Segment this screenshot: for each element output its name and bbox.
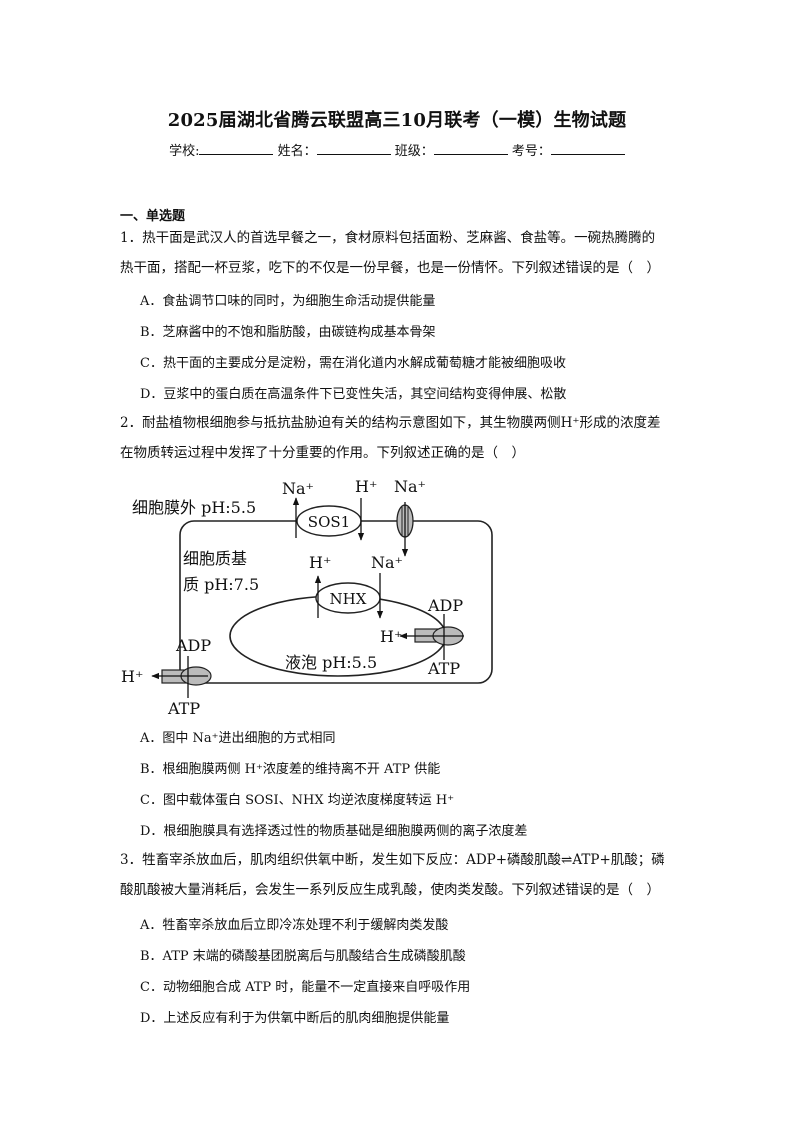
- exam-number-label: 考号：: [511, 144, 551, 159]
- question-2-option-b: B．根细胞膜两侧 H⁺浓度差的维持离不开 ATP 供能: [140, 762, 441, 777]
- section-heading: 一、单选题: [120, 209, 186, 224]
- school-label: 学校:: [169, 144, 200, 159]
- question-2-option-c: C．图中载体蛋白 SOSI、NHX 均逆浓度梯度转运 H⁺: [140, 793, 455, 808]
- question-3-option-a: A．牲畜宰杀放血后立即冷冻处理不利于缓解肉类发酸: [140, 918, 449, 933]
- exam-number-blank: [550, 142, 625, 155]
- question-1-line-1: 1．热干面是武汉人的首选早餐之一，食材原料包括面粉、芝麻酱、食盐等。一碗热腾腾的: [120, 230, 656, 246]
- question-3-option-c: C．动物细胞合成 ATP 时，能量不一定直接来自呼吸作用: [140, 980, 471, 995]
- question-3-line-2: 酸肌酸被大量消耗后，会发生一系列反应生成乳酸，使肉类发酸。下列叙述错误的是（ ）: [120, 882, 660, 898]
- question-3-option-d: D．上述反应有利于为供氧中断后的肌肉细胞提供能量: [140, 1011, 450, 1026]
- question-2-option-d: D．根细胞膜具有选择透过性的物质基础是细胞膜两侧的离子浓度差: [140, 824, 528, 839]
- question-1-option-a: A．食盐调节口味的同时，为细胞生命活动提供能量: [140, 294, 436, 309]
- na-inner-label: Na⁺: [371, 553, 403, 572]
- h-left-label: H⁺: [121, 667, 143, 686]
- question-3-line-1: 3．牲畜宰杀放血后，肌肉组织供氧中断，发生如下反应：ADP+磷酸肌酸⇌ATP+肌…: [120, 852, 665, 868]
- h-top-label: H⁺: [355, 477, 377, 496]
- page-title: 2025届湖北省腾云联盟高三10月联考（一模）生物试题: [167, 110, 627, 131]
- name-label: 姓名：: [277, 144, 317, 159]
- atp-right-label: ATP: [427, 659, 460, 678]
- nhx-label: NHX: [330, 590, 367, 608]
- name-blank: [316, 142, 391, 155]
- question-3-option-b: B．ATP 末端的磷酸基团脱离后与肌酸结合生成磷酸肌酸: [140, 949, 466, 964]
- na-top-2-label: Na⁺: [394, 477, 426, 496]
- h-inner-label: H⁺: [309, 553, 331, 572]
- student-info-line: 学校: 姓名： 班级： 考号：: [0, 140, 794, 159]
- question-1-option-d: D．豆浆中的蛋白质在高温条件下已变性失活，其空间结构变得伸展、松散: [140, 387, 567, 402]
- cytoplasm-label-1: 细胞质基: [183, 549, 247, 568]
- adp-right-label: ADP: [427, 596, 463, 615]
- h-right-label: H⁺: [380, 627, 402, 646]
- question-2-line-2: 在物质转运过程中发挥了十分重要的作用。下列叙述正确的是（ ）: [120, 445, 525, 461]
- class-label: 班级：: [394, 144, 434, 159]
- cell-membrane-diagram: SOS1 NHX 细胞膜外 pH:5.5 细胞质基 质 pH:7.5 液泡 pH…: [121, 477, 493, 718]
- question-2-option-a: A．图中 Na⁺进出细胞的方式相同: [140, 731, 336, 746]
- question-1-line-2: 热干面，搭配一杯豆浆，吃下的不仅是一份早餐，也是一份情怀。下列叙述错误的是（ ）: [120, 260, 660, 276]
- atp-left-label: ATP: [167, 699, 200, 718]
- sos1-label: SOS1: [308, 513, 350, 531]
- question-1-option-c: C．热干面的主要成分是淀粉，需在消化道内水解成葡萄糖才能被细胞吸收: [140, 356, 566, 371]
- na-top-1-label: Na⁺: [282, 479, 314, 498]
- question-1-option-b: B．芝麻酱中的不饱和脂肪酸，由碳链构成基本骨架: [140, 325, 436, 340]
- question-2-line-1: 2．耐盐植物根细胞参与抵抗盐胁迫有关的结构示意图如下，其生物膜两侧H⁺形成的浓度…: [120, 415, 661, 431]
- outside-ph-label: 细胞膜外 pH:5.5: [132, 498, 256, 517]
- school-blank: [199, 142, 274, 155]
- cytoplasm-label-2: 质 pH:7.5: [183, 575, 259, 594]
- class-blank: [433, 142, 508, 155]
- vacuole-ph-label: 液泡 pH:5.5: [285, 653, 377, 672]
- adp-left-label: ADP: [175, 636, 211, 655]
